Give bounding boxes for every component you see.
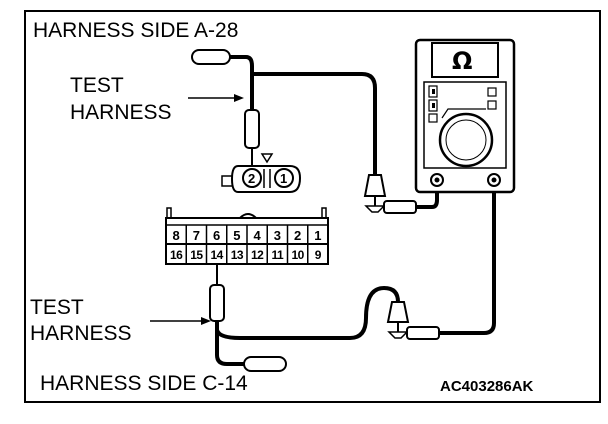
- c14-pin-label-9: 9: [315, 248, 322, 262]
- c14-pin-label-16: 16: [170, 248, 183, 262]
- test-harness-1-label-line1: TEST: [70, 74, 124, 97]
- test-harness-2-label-line1: TEST: [30, 296, 84, 319]
- c14-cell-dividers: [185, 225, 309, 264]
- c14-pin-label-11: 11: [272, 248, 285, 262]
- pin-1-circle: [274, 168, 294, 188]
- c14-pin-label-5: 5: [233, 228, 240, 243]
- connector-a28: 2 1: [221, 153, 302, 193]
- pin-marker-triangle-icon: [260, 153, 274, 164]
- harness-side-a28-label: HARNESS SIDE A-28: [33, 19, 238, 42]
- multimeter-dial: [438, 112, 494, 168]
- bottom-harness-plug: [243, 356, 287, 372]
- multimeter: Ω: [414, 38, 516, 194]
- c14-pin-label-6: 6: [213, 228, 220, 243]
- test-harness-1-label-line2: HARNESS: [70, 101, 172, 124]
- right-meter-probe: [386, 182, 496, 340]
- test-harness-2-arrow: [150, 317, 211, 325]
- c14-pin-label-12: 12: [251, 248, 264, 262]
- a28-pin-label-1: 1: [280, 171, 287, 186]
- c14-pin-label-7: 7: [193, 228, 200, 243]
- top-harness-wire: [252, 72, 377, 175]
- left-meter-probe: [363, 174, 439, 214]
- test-harness-2-label-line2: HARNESS: [30, 322, 132, 345]
- bottom-harness-lead: [215, 321, 244, 366]
- test-harness-1-arrow: [188, 94, 244, 102]
- figure-code: AC403286AK: [440, 378, 534, 395]
- c14-pin-label-14: 14: [210, 248, 223, 262]
- c14-pin-label-1: 1: [314, 228, 321, 243]
- c14-pin-label-3: 3: [274, 228, 281, 243]
- c14-pin-label-10: 10: [291, 248, 304, 262]
- c14-pin-label-2: 2: [294, 228, 301, 243]
- c14-pin-label-4: 4: [254, 228, 262, 243]
- top-harness-plug: [191, 49, 254, 110]
- top-harness-probe: [244, 109, 260, 168]
- pin-2-circle: [242, 168, 262, 188]
- c14-pin-label-8: 8: [173, 228, 180, 243]
- multimeter-display: [431, 42, 499, 78]
- bottom-harness-wire: [215, 285, 400, 340]
- c14-pin-label-13: 13: [231, 248, 244, 262]
- a28-pin-label-2: 2: [248, 171, 255, 186]
- c14-bottom-row: 16 15 14 13 12 11 10 9: [170, 248, 322, 262]
- ohm-symbol: Ω: [452, 47, 472, 75]
- harness-side-c14-label: HARNESS SIDE C-14: [40, 372, 248, 395]
- c14-pin-label-15: 15: [190, 248, 203, 262]
